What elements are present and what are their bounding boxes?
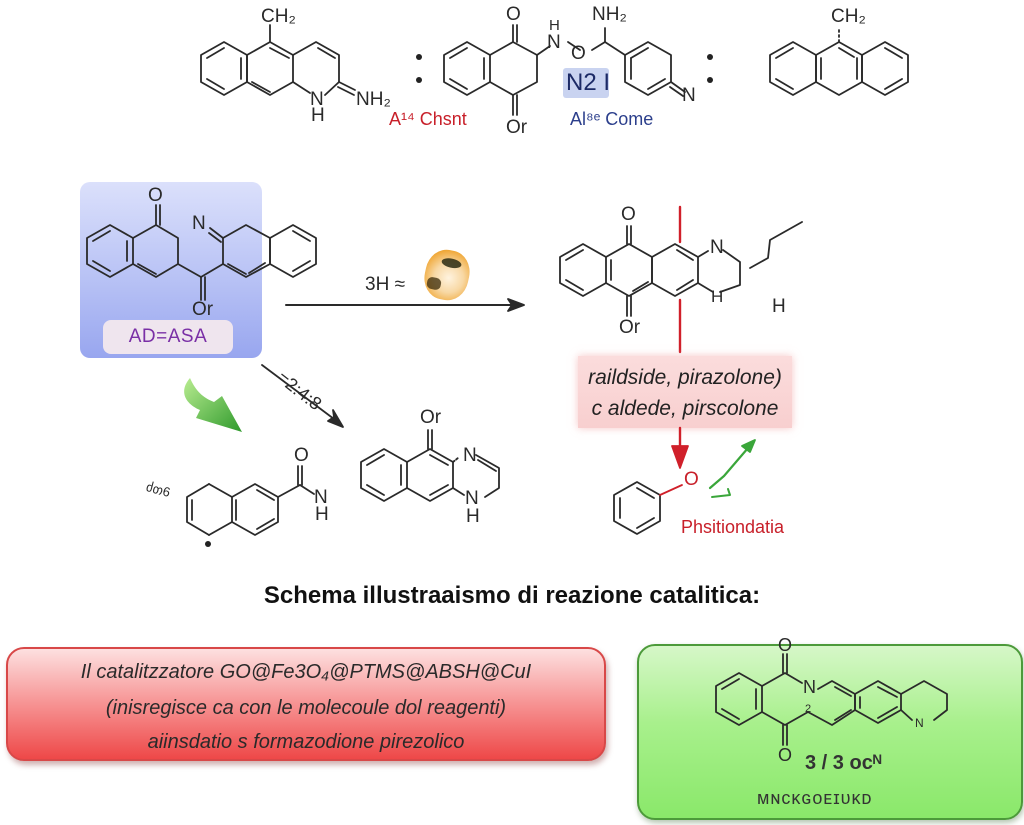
mol2-n-right-label: N bbox=[682, 85, 696, 106]
bottom-left-h-label: H bbox=[315, 504, 329, 525]
mol1-h-label: H bbox=[311, 105, 325, 126]
reagent-note-line-2: c aldede, pirscolone bbox=[591, 397, 779, 420]
mol2-nh2-label: NH₂ bbox=[592, 4, 627, 25]
reactant-n-label: N bbox=[192, 213, 206, 234]
mol2-badge: N2 I bbox=[566, 69, 611, 96]
separator-dot bbox=[416, 54, 422, 60]
final-o-top-label: O bbox=[778, 635, 793, 655]
separator-dot bbox=[416, 77, 422, 83]
mol2-o-link-label: O bbox=[571, 43, 586, 64]
mol2-badge-bg bbox=[563, 68, 609, 98]
radical-dot bbox=[205, 541, 211, 547]
reactant-o-top-label: O bbox=[148, 185, 163, 206]
mol3-ch2-label: CH₂ bbox=[831, 6, 866, 27]
reactant-label-pill: AD=ASA bbox=[103, 320, 233, 354]
reagent-note-box: raildside, pirazolone) c aldede, pirscol… bbox=[578, 356, 792, 428]
final-ring-n-label: N bbox=[915, 716, 924, 730]
separator-dot bbox=[707, 77, 713, 83]
phenoxy-o-label: O bbox=[684, 469, 699, 490]
product-o-top-label: O bbox=[621, 204, 636, 225]
mol2-caption: Al⁸ᵉ Come bbox=[570, 109, 654, 129]
bottom-mid-n-label: N bbox=[463, 445, 477, 466]
product-o-bottom-label: Or bbox=[619, 317, 641, 338]
bottom-mid-nh-n-label: N bbox=[465, 488, 479, 509]
catalyst-description-line-2: (inisregisce ca con le molecoule dol rea… bbox=[105, 697, 507, 719]
catalyst-description-box: Il catalitzzatore GO@Fe3O₄@PTMS@ABSH@CuI… bbox=[6, 647, 606, 761]
mol2-h-label: H bbox=[549, 17, 560, 34]
mol2-n-label: N bbox=[547, 32, 561, 53]
catalyst-description-line-1: Il catalitzzatore GO@Fe3O₄@PTMS@ABSH@CuI bbox=[80, 661, 532, 683]
phenoxy-caption: Phsitiondatia bbox=[681, 517, 785, 537]
molecule-1-structure bbox=[200, 24, 356, 96]
product-n-label: N bbox=[710, 237, 724, 258]
product-h-side-label: H bbox=[772, 296, 786, 317]
reaction-arrow-label: 3H ≈ bbox=[365, 274, 405, 295]
mol1-ch2-label: CH₂ bbox=[261, 6, 296, 27]
mol2-o-top-label: O bbox=[506, 4, 521, 25]
molecule-2-structure bbox=[443, 24, 686, 116]
final-o-bottom-label: O bbox=[778, 745, 793, 765]
final-product-box bbox=[637, 644, 1023, 820]
bottom-mid-o-label: Or bbox=[420, 407, 442, 428]
mol2-o-bottom-label: Or bbox=[506, 117, 528, 138]
catalyst-description-line-3: aiinsdatio s formazodione pirezolico bbox=[147, 731, 465, 753]
scheme-title: Schema illustraaismo di reazione catalit… bbox=[263, 582, 761, 609]
mol1-n-label: N bbox=[310, 89, 324, 110]
separator-dot bbox=[707, 54, 713, 60]
bottom-left-o-label: O bbox=[294, 445, 309, 466]
bottom-left-n-label: N bbox=[314, 487, 328, 508]
reagent-note-line-1: raildside, pirazolone) bbox=[588, 366, 782, 389]
final-number-label: 2 bbox=[805, 703, 812, 715]
mol1-nh2-label: NH₂ bbox=[356, 89, 391, 110]
reactant-o-bottom-label: Or bbox=[192, 299, 214, 320]
mol1-caption: A¹⁴ Chsnt bbox=[389, 109, 467, 129]
final-caption-2: ᴍɴᴄᴋɢᴏᴇɪᴜᴋᴅ bbox=[757, 788, 873, 808]
final-n-label: N bbox=[803, 677, 816, 697]
product-h-ring-label: H bbox=[711, 287, 724, 306]
molecule-3-structure bbox=[769, 29, 909, 96]
final-caption-1: 3 / 3 ocᴺ bbox=[805, 752, 882, 774]
bottom-mid-nh-h-label: H bbox=[466, 506, 480, 527]
